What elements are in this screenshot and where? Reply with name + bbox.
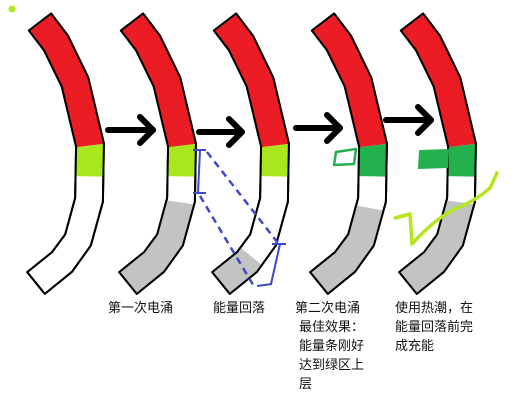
caption-energy-fall: 能量回落 [213,301,266,316]
level-tick-bottom [256,283,273,287]
bar-energy-fall [211,12,290,295]
bar-energy-fill [399,200,475,294]
arrow-1 [105,114,156,146]
bar-energy-fill [119,200,195,294]
bar-second-surge [309,12,388,295]
bar-green-zone [75,143,104,177]
corner-dot [8,5,16,13]
caption-first-surge: 第一次电涌 [108,301,174,316]
bar-border [118,12,197,295]
arrow-head [324,112,343,144]
fall-guide-top [206,151,279,244]
bar-red-zone [28,13,104,148]
arrow-3 [293,112,343,144]
bar-initial [26,12,105,295]
bar-energy-fill [212,247,262,294]
level-bracket-right [270,243,281,285]
energy-fall-marks [193,149,286,289]
bar-border [26,12,105,295]
bar-border [211,12,290,295]
fall-guide-bottom [198,195,257,289]
caption-second-surge: 第二次电涌 最佳效果： 能量条刚好 达到绿区上 层 [295,301,365,392]
arrow-2 [196,116,245,148]
bar-energy-fill [310,205,384,294]
bar-green-zone [167,143,196,177]
bar-border [309,12,388,295]
arrow-head [415,104,434,136]
bar-use-tide [398,12,477,295]
bar-red-zone [311,13,387,148]
green-zone-box-empty [332,147,358,167]
bar-border [398,12,477,295]
bar-red-zone [400,13,476,148]
bar-red-zone [213,13,289,148]
caption-use-tide: 使用热潮，在 能量回落前完 成充能 [395,301,474,354]
bar-green-zone [358,143,387,177]
arrow-head [226,116,245,148]
fall-bracket-left [197,149,201,194]
bar-first-surge [118,12,197,295]
check-mark-stroke [393,171,499,246]
green-zone-box-filled [417,148,450,170]
arrow-head [137,114,156,146]
arrow-4 [383,104,434,136]
bar-green-zone [447,143,476,177]
bar-green-zone [260,143,289,177]
bar-red-zone [120,13,196,148]
